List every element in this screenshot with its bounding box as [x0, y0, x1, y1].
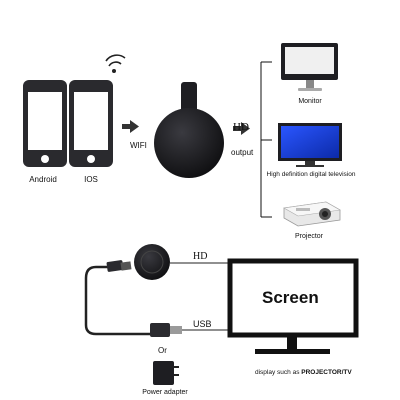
lower-hd-label: HD — [193, 251, 208, 262]
hdmi-plug-icon — [106, 260, 132, 272]
monitor-label: Monitor — [298, 98, 322, 105]
monitor-icon — [281, 43, 338, 91]
tv-icon — [278, 123, 342, 167]
tv-label: High definition digital television — [266, 171, 356, 178]
projector-label: Projector — [294, 233, 324, 240]
android-phone-icon — [23, 80, 67, 167]
display-note-prefix: display such as — [255, 369, 302, 376]
usb-label: USB — [193, 319, 212, 329]
wifi-icon — [105, 54, 126, 73]
connection-cables — [84, 262, 230, 336]
dongle-icon — [154, 82, 224, 178]
arrow-to-dongle-icon — [122, 120, 139, 133]
display-note-bold: PROJECTOR/TV — [301, 369, 352, 376]
projector-icon — [283, 201, 341, 227]
screen-text: Screen — [262, 288, 319, 307]
hd-output-label: output — [231, 148, 254, 157]
dongle-small-icon — [134, 244, 170, 280]
ios-phone-icon — [69, 80, 113, 167]
power-adapter-icon — [153, 361, 179, 385]
display-screen-icon — [227, 258, 359, 354]
wifi-label: WIFI — [130, 141, 147, 150]
android-label: Android — [29, 175, 57, 184]
hd-label: HD — [233, 121, 249, 133]
power-adapter-label: Power adapter — [142, 389, 188, 396]
arrow-to-outputs-icon — [233, 122, 250, 135]
output-bracket — [260, 61, 272, 218]
ios-label: IOS — [84, 175, 98, 184]
display-note: display such as PROJECTOR/TV — [255, 369, 352, 376]
usb-plug-icon — [150, 323, 182, 337]
or-label: Or — [158, 346, 167, 355]
